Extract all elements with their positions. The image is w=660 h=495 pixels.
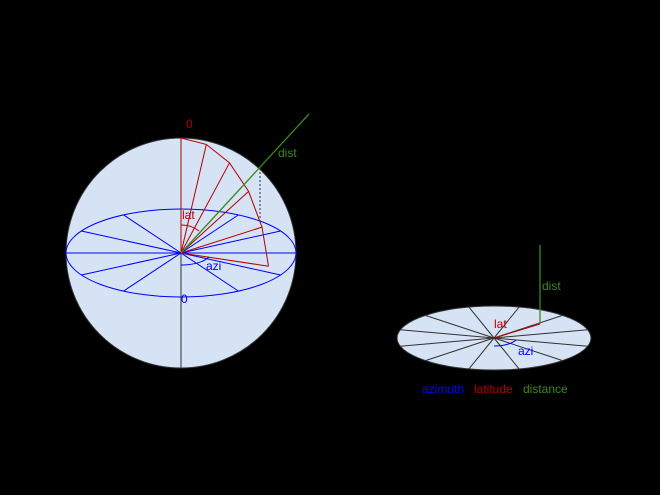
azimuth-spoke: [81, 230, 182, 254]
azi-label: azi: [206, 259, 221, 273]
disc-spoke: [493, 306, 520, 339]
latitude-line: [180, 252, 269, 267]
disc-spoke: [493, 337, 520, 370]
disc-spoke: [493, 337, 588, 347]
disc-lat-label: lat: [494, 317, 507, 331]
disc-latitude-line: [493, 323, 541, 339]
disc-spoke: [400, 337, 495, 347]
disc-dist-label: dist: [542, 279, 561, 293]
latitude-angle-arc: [180, 224, 200, 232]
azimuth-angle-arc: [180, 256, 210, 266]
disc-azi-label: azi: [518, 344, 533, 358]
legend-azimuth: azimuth: [422, 382, 464, 396]
meridian-arc: [180, 137, 269, 267]
disc-spoke: [425, 337, 495, 362]
disc-view: lat azi dist: [396, 245, 592, 371]
disc-spokes: [400, 306, 588, 370]
disc-azimuth-arc: [493, 339, 517, 347]
disc-spoke: [468, 306, 495, 339]
disc-spoke: [468, 337, 495, 370]
azimuth-spoke: [180, 214, 239, 254]
distance-ray: [180, 113, 310, 254]
latitude-line: [180, 191, 249, 254]
azimuth-spoke: [123, 252, 182, 292]
latitude-line: [180, 144, 207, 254]
azimuth-spoke: [180, 230, 281, 254]
disc-spoke: [493, 329, 588, 339]
disc-spoke: [493, 337, 563, 362]
azimuth-spoke: [81, 252, 182, 276]
azimuth-spoke: [123, 214, 182, 254]
azimuth-spoke: [180, 252, 239, 292]
sphere-view: 0 0 lat azi dist: [65, 113, 310, 369]
legend: azimuth latitude distance: [422, 382, 568, 396]
disc-spoke: [425, 314, 495, 339]
latitude-line: [180, 162, 230, 254]
legend-latitude: latitude: [474, 382, 513, 396]
dist-label: dist: [278, 146, 297, 160]
azimuth-spoke: [180, 252, 281, 276]
disc-spoke: [400, 329, 495, 339]
legend-distance: distance: [523, 382, 568, 396]
top-zero-label: 0: [186, 117, 193, 131]
latitude-meridian: [180, 137, 269, 267]
lat-label: lat: [182, 208, 195, 222]
latitude-line: [180, 226, 263, 254]
equator-zero-label: 0: [181, 292, 188, 306]
